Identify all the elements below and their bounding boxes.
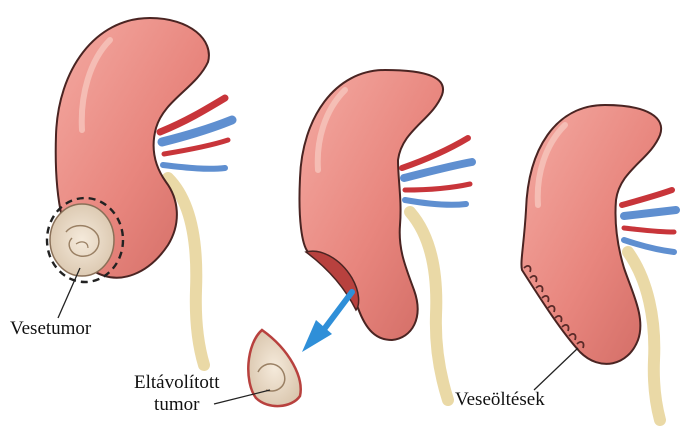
renal-vessels xyxy=(622,190,676,252)
panel-kidney-sutured xyxy=(521,105,676,420)
removed-tumor-label: Eltávolított tumor xyxy=(134,372,220,416)
removed-tumor-label-line2: tumor xyxy=(134,394,220,416)
removed-tumor xyxy=(248,330,300,406)
tumor-leader-line xyxy=(58,268,80,318)
renal-vessels xyxy=(402,138,472,205)
removed-tumor-label-line1: Eltávolított xyxy=(134,372,220,394)
kidney xyxy=(521,105,661,364)
removal-arrow xyxy=(302,292,352,352)
panel-kidney-with-tumor xyxy=(47,18,232,365)
panel-kidney-after-resection xyxy=(214,70,472,406)
sutures-leader-line xyxy=(534,348,578,390)
kidney-tumor-label: Vesetumor xyxy=(10,318,91,340)
tumor xyxy=(50,204,114,276)
kidney-sutures-label: Veseöltések xyxy=(455,389,545,411)
renal-vessels xyxy=(160,98,232,169)
